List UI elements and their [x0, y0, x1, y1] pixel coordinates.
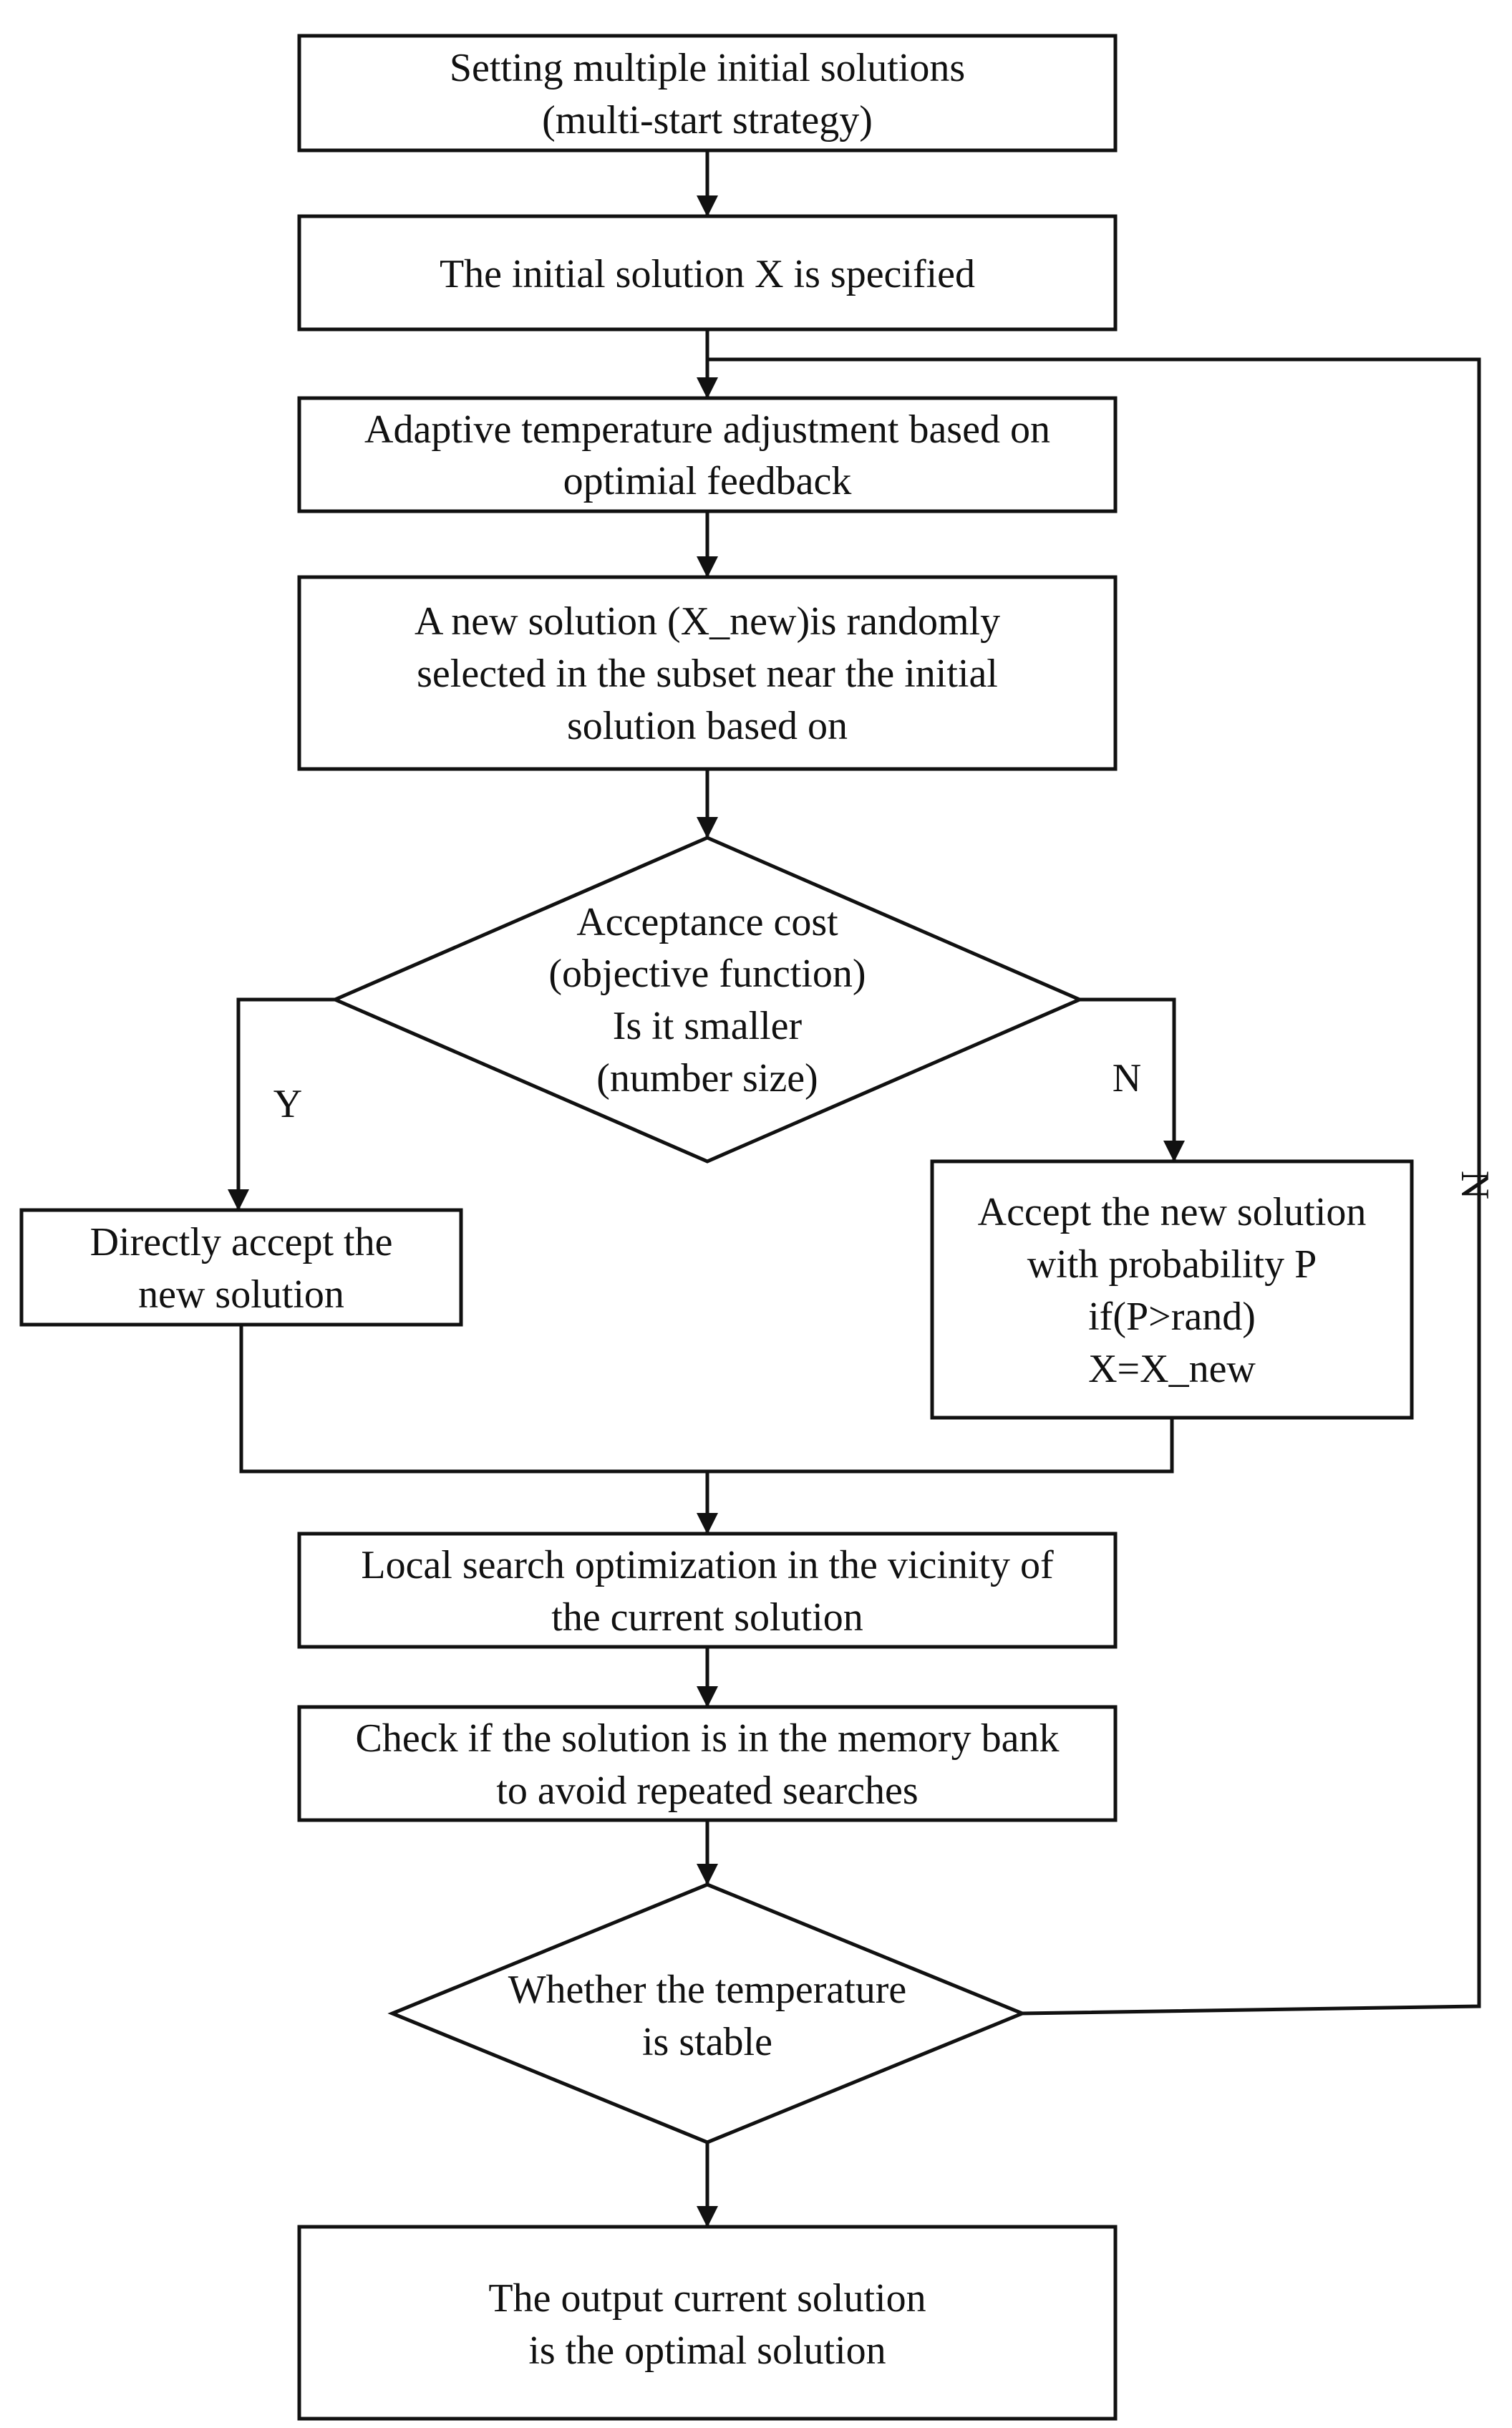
label-loop-no: N: [1453, 1171, 1497, 1199]
node-output-line-1: The output current solution: [488, 2276, 926, 2321]
node-local-line-1: Local search optimization in the vicinit…: [361, 1543, 1054, 1587]
node-accept-direct-line-2: new solution: [138, 1272, 344, 1317]
node-memory-line-2: to avoid repeated searches: [496, 1769, 918, 1813]
label-no: N: [1113, 1056, 1141, 1101]
edge-decision1-yes: [228, 997, 335, 1211]
node-decision2-line-2: is stable: [642, 2020, 772, 2064]
node-local: Local search optimization in the vicinit…: [297, 1532, 1118, 1649]
node-start-line-2: (multi-start strategy): [542, 98, 873, 142]
node-newsol-box: [297, 575, 1118, 771]
connectors: [228, 150, 1481, 2228]
node-init-line-1: The initial solution X is specified: [440, 252, 975, 296]
node-temp: Adaptive temperature adjustment based on…: [297, 396, 1118, 513]
node-decision1-line-1: Acceptance cost: [576, 900, 838, 944]
node-start-line-1: Setting multiple initial solutions: [450, 46, 965, 90]
node-newsol-line-1: A new solution (X_new)is randomly: [415, 599, 1000, 644]
node-output: The output current solution is the optim…: [297, 2225, 1118, 2421]
node-newsol-line-2: selected in the subset near the initial: [417, 652, 998, 696]
node-init-box: [297, 214, 1118, 332]
node-decision1-line-3: Is it smaller: [613, 1004, 803, 1048]
node-decision1-line-4: (number size): [596, 1056, 818, 1101]
edge-decision1-no: [1080, 997, 1185, 1162]
node-output-line-2: is the optimal solution: [528, 2328, 886, 2373]
label-yes: Y: [273, 1082, 302, 1126]
node-newsol: A new solution (X_new)is randomly select…: [297, 575, 1118, 771]
node-accept-prob-line-2: with probability P: [1027, 1242, 1317, 1287]
node-temp-line-2: optimial feedback: [563, 459, 852, 503]
node-accept-prob-line-4: X=X_new: [1088, 1347, 1256, 1391]
node-accept-direct-line-1: Directly accept the: [90, 1220, 393, 1264]
node-temp-line-1: Adaptive temperature adjustment based on: [364, 407, 1050, 452]
node-decision2-diamond: [387, 1882, 1027, 2144]
node-decision1: Acceptance cost (objective function) Is …: [330, 836, 1085, 1164]
node-accept-prob-line-3: if(P>rand): [1088, 1295, 1256, 1339]
node-decision1-line-2: (objective function): [548, 952, 866, 996]
node-accept-direct: Directly accept the new solution: [19, 1208, 463, 1327]
node-memory-line-1: Check if the solution is in the memory b…: [356, 1716, 1060, 1761]
node-decision2: Whether the temperature is stable: [387, 1882, 1027, 2144]
node-start: Setting multiple initial solutions (mult…: [297, 34, 1118, 153]
node-accept-prob-box: [930, 1159, 1414, 1420]
node-memory-box: [297, 1705, 1118, 1822]
node-accept-prob-line-1: Accept the new solution: [978, 1190, 1367, 1234]
edge-loop-back: [707, 357, 1481, 2016]
node-accept-prob: Accept the new solution with probability…: [930, 1159, 1414, 1420]
node-start-box: [297, 34, 1118, 153]
node-newsol-line-3: solution based on: [567, 704, 848, 748]
node-decision1-diamond: [330, 836, 1085, 1164]
node-local-line-2: the current solution: [551, 1595, 863, 1640]
node-output-box: [297, 2225, 1118, 2421]
node-decision2-line-1: Whether the temperature: [508, 1968, 907, 2012]
node-memory: Check if the solution is in the memory b…: [297, 1705, 1118, 1822]
node-init: The initial solution X is specified: [297, 214, 1118, 332]
